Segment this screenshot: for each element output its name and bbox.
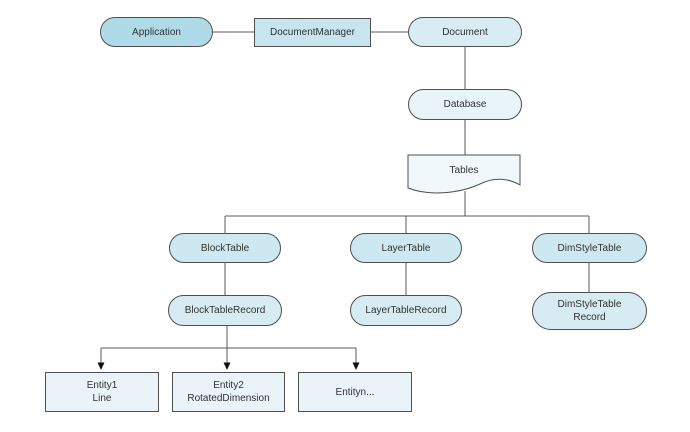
node-entity2-line2: RotatedDimension xyxy=(187,393,270,404)
node-document-manager-label: DocumentManager xyxy=(269,27,356,38)
node-document: Document xyxy=(408,17,522,47)
node-block-table-label: BlockTable xyxy=(200,242,250,254)
node-dim-style-table-record: DimStyleTable Record xyxy=(532,292,647,330)
node-layer-table-label: LayerTable xyxy=(381,242,431,254)
node-entityn-line1: Entityn... xyxy=(335,386,375,398)
node-application-label: Application xyxy=(132,26,181,38)
node-layer-table-record: LayerTableRecord xyxy=(350,295,462,326)
node-database: Database xyxy=(408,89,522,120)
node-dim-style-table-label: DimStyleTable xyxy=(557,242,622,254)
node-layer-table-record-label: LayerTableRecord xyxy=(365,305,447,316)
tables-document-shape xyxy=(407,154,521,194)
node-dim-style-table: DimStyleTable xyxy=(532,233,647,263)
node-layer-table: LayerTable xyxy=(350,233,462,263)
node-entity2-line1: Entity2 xyxy=(213,380,244,391)
node-entity1: Entity1 Line xyxy=(45,372,159,412)
node-entity2: Entity2 RotatedDimension xyxy=(172,372,285,412)
node-block-table-record: BlockTableRecord xyxy=(168,295,282,326)
node-entityn: Entityn... xyxy=(298,372,412,412)
node-document-manager: DocumentManager xyxy=(254,18,371,47)
node-block-table: BlockTable xyxy=(169,233,281,263)
node-tables: Tables xyxy=(408,155,520,185)
node-database-label: Database xyxy=(443,99,487,110)
node-tables-label: Tables xyxy=(449,164,479,176)
node-entity1-line2: Line xyxy=(92,393,112,404)
node-document-label: Document xyxy=(442,26,488,38)
node-block-table-record-label: BlockTableRecord xyxy=(184,305,266,316)
node-dim-style-table-record-line2: Record xyxy=(573,312,606,323)
node-dim-style-table-record-line1: DimStyleTable xyxy=(557,299,622,310)
node-application: Application xyxy=(100,17,213,47)
node-entity1-line1: Entity1 xyxy=(86,380,118,391)
